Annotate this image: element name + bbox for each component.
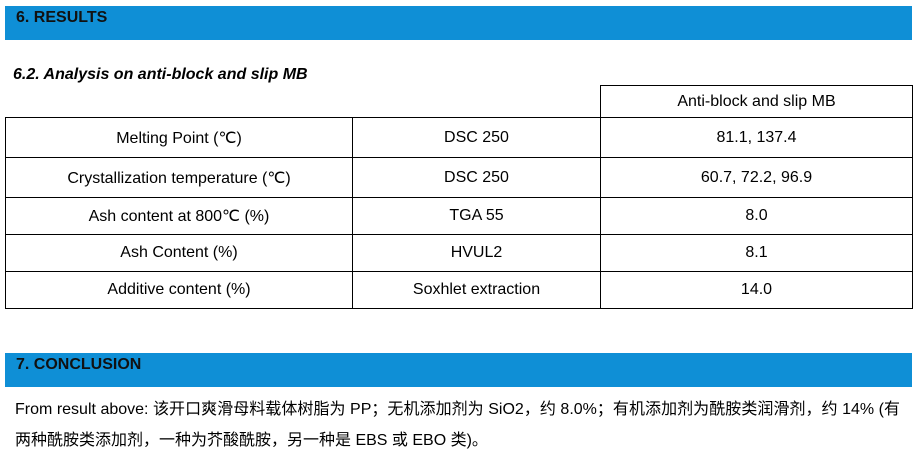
value-cell: 81.1, 137.4 (600, 117, 913, 158)
column-header-anti-block: Anti-block and slip MB (600, 85, 913, 118)
table-row: Crystallization temperature (℃) DSC 250 … (5, 157, 913, 198)
method-cell: DSC 250 (352, 117, 601, 158)
property-cell: Ash Content (%) (5, 234, 353, 272)
value-cell: 8.0 (600, 197, 913, 235)
analysis-heading: 6.2. Analysis on anti-block and slip MB (13, 66, 308, 83)
table-row: Ash Content (%) HVUL2 8.1 (5, 234, 913, 272)
property-cell: Crystallization temperature (℃) (5, 157, 353, 198)
results-section-header: 6. RESULTS (5, 6, 912, 40)
method-cell: DSC 250 (352, 157, 601, 198)
conclusion-section-title: 7. CONCLUSION (16, 356, 142, 373)
table-row: Ash content at 800℃ (%) TGA 55 8.0 (5, 197, 913, 235)
analysis-table: Anti-block and slip MB Melting Point (℃)… (5, 85, 913, 309)
method-cell: HVUL2 (352, 234, 601, 272)
property-cell: Melting Point (℃) (5, 117, 353, 158)
value-cell: 14.0 (600, 271, 913, 309)
property-cell: Ash content at 800℃ (%) (5, 197, 353, 235)
table-header-row: Anti-block and slip MB (6, 85, 913, 118)
table-row: Melting Point (℃) DSC 250 81.1, 137.4 (5, 117, 913, 158)
value-cell: 8.1 (600, 234, 913, 272)
conclusion-section-header: 7. CONCLUSION (5, 353, 912, 387)
property-cell: Additive content (%) (5, 271, 353, 309)
table-row: Additive content (%) Soxhlet extraction … (5, 271, 913, 309)
method-cell: TGA 55 (352, 197, 601, 235)
header-blank-cell (353, 86, 601, 118)
method-cell: Soxhlet extraction (352, 271, 601, 309)
header-blank-cell (6, 86, 353, 118)
results-section-title: 6. RESULTS (16, 9, 108, 26)
conclusion-text: From result above: 该开口爽滑母料载体树脂为 PP；无机添加剂… (15, 401, 900, 449)
value-cell: 60.7, 72.2, 96.9 (600, 157, 913, 198)
